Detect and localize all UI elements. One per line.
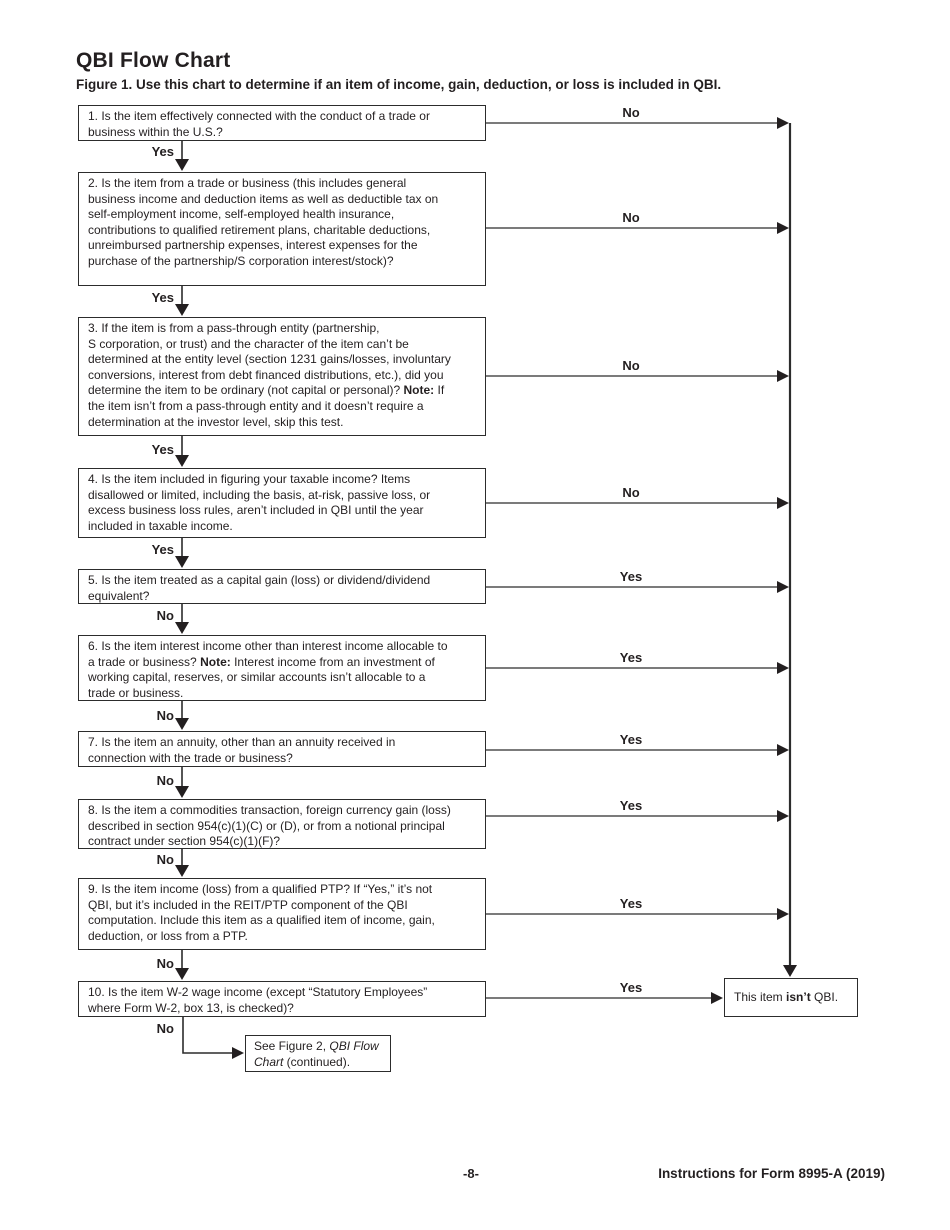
arrowhead-down-7	[175, 786, 189, 798]
branch-label-down-7: No	[156, 773, 174, 788]
footer-page-number: -8-	[463, 1166, 479, 1181]
branch-label-right-5: Yes	[619, 569, 643, 584]
arrowhead-down-6	[175, 718, 189, 730]
arrowhead-down-4	[175, 556, 189, 568]
figure-caption: Figure 1. Use this chart to determine if…	[76, 77, 722, 92]
arrowhead-right-2	[777, 222, 789, 234]
arrowhead-right-8	[777, 810, 789, 822]
branch-label-right-10: Yes	[619, 980, 643, 995]
arrowhead-right-7	[777, 744, 789, 756]
question-box-1: 1. Is the item effectively connected wit…	[78, 105, 486, 141]
question-text-3: 3. If the item is from a pass-through en…	[88, 321, 451, 398]
question-text-9: 9. Is the item income (loss) from a qual…	[88, 882, 435, 943]
branch-label-right-9: Yes	[619, 896, 643, 911]
question-text-7: 7. Is the item an annuity, other than an…	[88, 735, 396, 765]
arrowhead-right-3	[777, 370, 789, 382]
page-title: QBI Flow Chart	[76, 49, 231, 72]
arrowhead-right-4	[777, 497, 789, 509]
question-6-note-label: Note:	[200, 654, 231, 669]
branch-label-right-8: Yes	[619, 798, 643, 813]
question-text-5: 5. Is the item treated as a capital gain…	[88, 573, 431, 603]
branch-label-down-6: No	[156, 708, 174, 723]
footer-document-title: Instructions for Form 8995-A (2019)	[658, 1166, 885, 1181]
arrowhead-down-8	[175, 865, 189, 877]
question-text-6: 6. Is the item interest income other tha…	[88, 639, 448, 669]
question-text-4: 4. Is the item included in figuring your…	[88, 472, 431, 533]
branch-label-right-3: No	[622, 358, 640, 373]
question-text-8: 8. Is the item a commodities transaction…	[88, 803, 451, 849]
result-text-bold: isn’t	[786, 990, 811, 1004]
branch-label-down-8: No	[156, 852, 174, 867]
arrowhead-trunk	[783, 965, 797, 977]
result-text-end: QBI.	[810, 990, 839, 1004]
question-box-9: 9. Is the item income (loss) from a qual…	[78, 878, 486, 950]
arrowhead-down-9	[175, 968, 189, 980]
branch-label-right-1: No	[622, 105, 640, 120]
question-box-8: 8. Is the item a commodities transaction…	[78, 799, 486, 849]
arrowhead-right-5	[777, 581, 789, 593]
question-3-note-label: Note:	[403, 383, 435, 398]
arrowhead-down-2	[175, 304, 189, 316]
question-box-3: 3. If the item is from a pass-through en…	[78, 317, 486, 436]
arrowhead-figure2	[232, 1047, 244, 1059]
result-box-see-figure2: See Figure 2, QBI Flow Chart (continued)…	[245, 1035, 391, 1072]
question-box-2: 2. Is the item from a trade or business …	[78, 172, 486, 286]
arrowhead-down-5	[175, 622, 189, 634]
figure2-text: See Figure 2,	[254, 1039, 330, 1053]
figure2-text-italic: QBI Flow Chart	[254, 1039, 379, 1069]
question-box-10: 10. Is the item W-2 wage income (except …	[78, 981, 486, 1017]
question-box-7: 7. Is the item an annuity, other than an…	[78, 731, 486, 767]
question-box-4: 4. Is the item included in figuring your…	[78, 468, 486, 538]
arrowhead-right-9	[777, 908, 789, 920]
branch-label-right-6: Yes	[619, 650, 643, 665]
question-text-6-continued: Interest income from an investment of wo…	[88, 654, 435, 700]
result-box-not-qbi: This item isn’t QBI.	[724, 978, 858, 1017]
question-text-3-continued: If the item isn’t from a pass-through en…	[88, 383, 445, 429]
branch-label-right-2: No	[622, 210, 640, 225]
figure2-text-end: (continued).	[283, 1054, 351, 1069]
branch-label-down-9: No	[156, 956, 174, 971]
branch-label-down-5: No	[156, 608, 174, 623]
question-box-5: 5. Is the item treated as a capital gain…	[78, 569, 486, 604]
branch-label-down-10: No	[156, 1021, 174, 1036]
result-text: This item	[734, 990, 787, 1004]
question-box-6: 6. Is the item interest income other tha…	[78, 635, 486, 701]
arrowhead-right-6	[777, 662, 789, 674]
question-text-1: 1. Is the item effectively connected wit…	[88, 109, 430, 139]
branch-label-down-2: Yes	[151, 290, 174, 305]
branch-label-right-7: Yes	[619, 732, 643, 747]
branch-label-down-3: Yes	[151, 442, 174, 457]
arrowhead-down-3	[175, 455, 189, 467]
branch-label-down-1: Yes	[151, 144, 174, 159]
arrowhead-right-10	[711, 992, 723, 1004]
branch-label-down-4: Yes	[151, 542, 174, 557]
question-text-10: 10. Is the item W-2 wage income (except …	[88, 985, 428, 1015]
connector-elbow-figure2	[182, 1017, 232, 1054]
arrowhead-right-1	[777, 117, 789, 129]
question-text-2: 2. Is the item from a trade or business …	[88, 176, 439, 268]
arrowhead-down-1	[175, 159, 189, 171]
branch-label-right-4: No	[622, 485, 640, 500]
